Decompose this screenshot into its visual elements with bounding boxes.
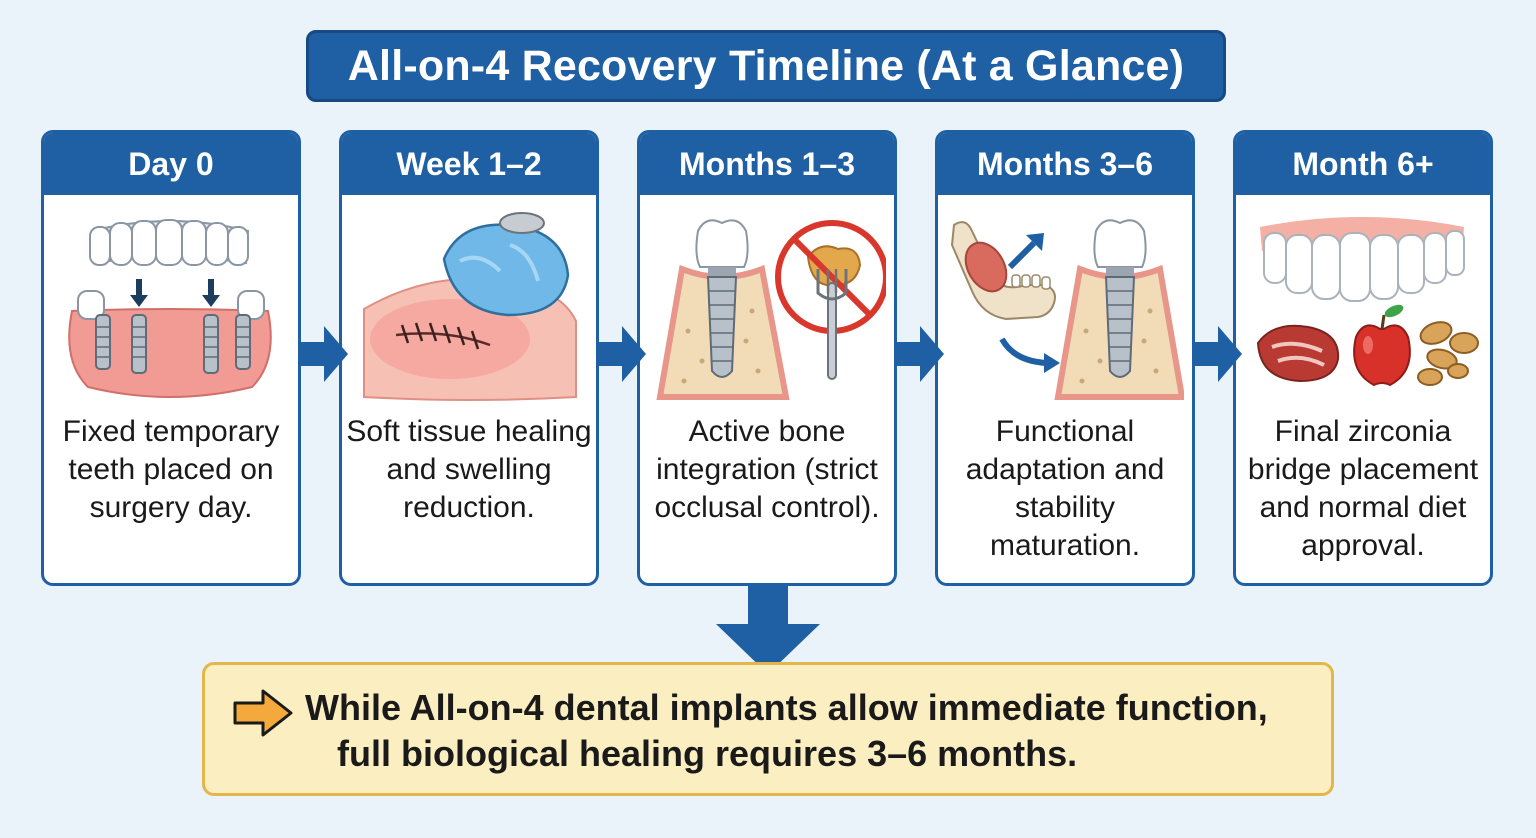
down-arrow-icon bbox=[716, 586, 820, 674]
implant-bone-icon bbox=[648, 211, 886, 411]
stage-label: Week 1–2 bbox=[342, 133, 596, 195]
summary-callout: While All-on-4 dental implants allow imm… bbox=[202, 662, 1334, 796]
stage-card-week-1-2: Week 1–2 Soft tissue healing and swellin… bbox=[339, 130, 599, 586]
stage-label: Day 0 bbox=[44, 133, 298, 195]
stage-label: Months 3–6 bbox=[938, 133, 1192, 195]
stage-card-month-6-plus: Month 6+ bbox=[1233, 130, 1493, 586]
stage-description: Final zirconia bridge placement and norm… bbox=[1247, 415, 1479, 562]
summary-line-1: While All-on-4 dental implants allow imm… bbox=[305, 687, 1268, 728]
summary-text: While All-on-4 dental implants allow imm… bbox=[305, 685, 1268, 777]
right-arrow-icon bbox=[896, 326, 944, 382]
zirconia-bridge-icon bbox=[1244, 211, 1482, 411]
stage-label: Months 1–3 bbox=[640, 133, 894, 195]
stage-card-months-3-6: Months 3–6 bbox=[935, 130, 1195, 586]
implant-denture-icon bbox=[52, 211, 290, 411]
right-arrow-icon bbox=[300, 326, 348, 382]
page-title: All-on-4 Recovery Timeline (At a Glance) bbox=[306, 30, 1226, 102]
no-hard-food-icon bbox=[775, 220, 886, 380]
stage-card-day-0: Day 0 bbox=[41, 130, 301, 586]
stage-description: Soft tissue healing and swelling reducti… bbox=[346, 415, 592, 524]
stage-card-months-1-3: Months 1–3 bbox=[637, 130, 897, 586]
right-arrow-icon bbox=[233, 689, 293, 737]
apple-icon bbox=[1353, 304, 1411, 387]
stage-description: Fixed temporary teeth placed on surgery … bbox=[62, 415, 280, 524]
summary-line-2: full biological healing requires 3–6 mon… bbox=[337, 733, 1078, 774]
stage-label: Month 6+ bbox=[1236, 133, 1490, 195]
right-arrow-icon bbox=[1194, 326, 1242, 382]
jaw-muscle-icon bbox=[946, 211, 1184, 411]
stage-description: Active bone integration (strict occlusal… bbox=[654, 415, 880, 524]
right-arrow-icon bbox=[598, 326, 646, 382]
stage-description: Functional adaptation and stability matu… bbox=[965, 415, 1165, 562]
nuts-icon bbox=[1417, 321, 1479, 386]
ice-pack-icon bbox=[350, 211, 588, 411]
steak-icon bbox=[1256, 324, 1340, 383]
